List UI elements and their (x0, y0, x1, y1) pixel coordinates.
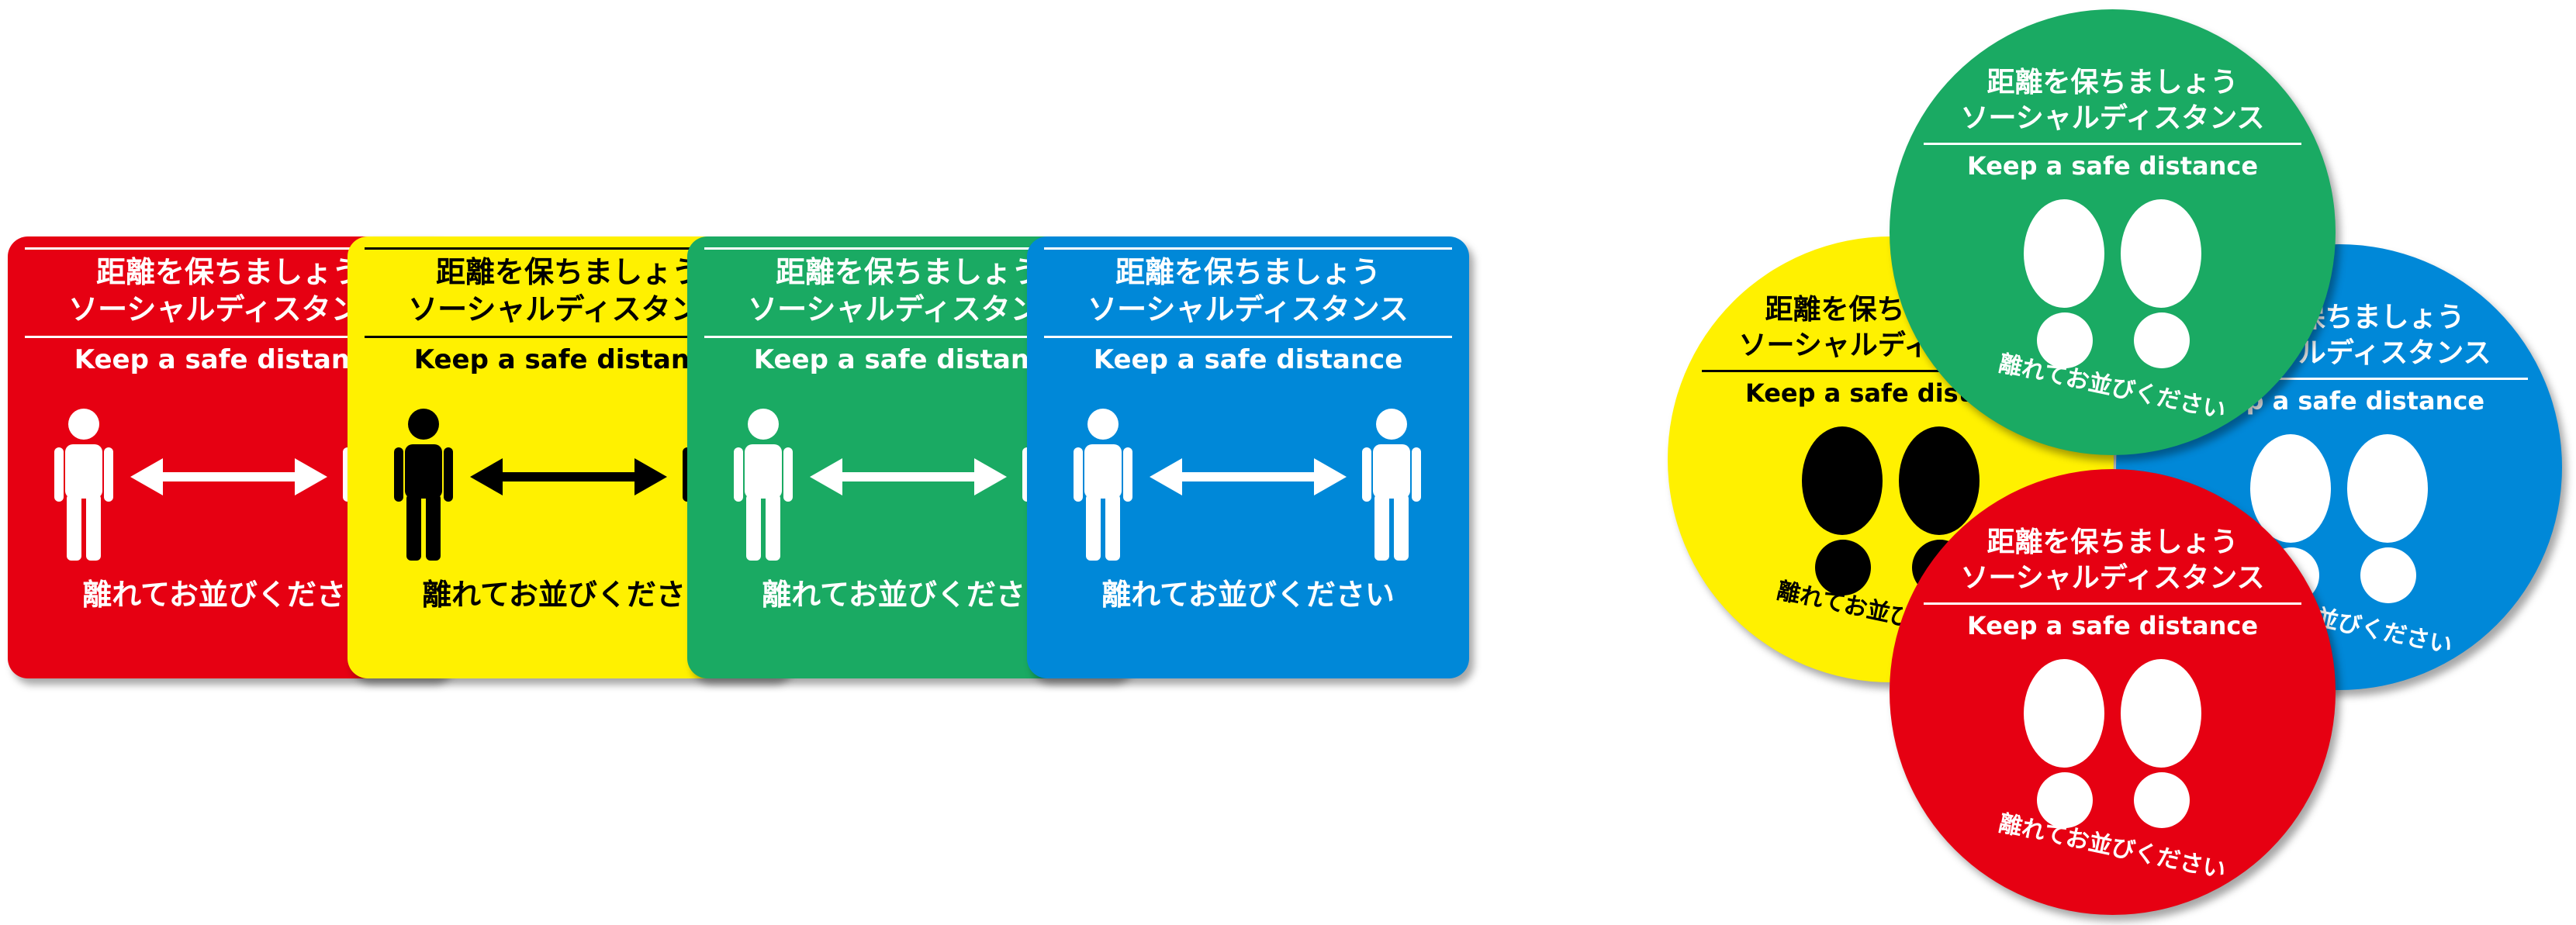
sticker-english: Keep a safe distance (74, 344, 384, 375)
sticker-line1: 距離を保ちましょう (95, 255, 361, 289)
sticker-line2: ソーシャルディスタンス (1087, 292, 1409, 326)
sticker-line1: 距離を保ちましょう (1986, 67, 2239, 98)
top-rule (365, 247, 773, 250)
divider-rule (1924, 602, 2301, 605)
footprint-icon (2347, 434, 2428, 603)
footprint-icon (2121, 199, 2201, 368)
sticker-line2: ソーシャルディスタンス (1960, 102, 2265, 134)
sticker-bottom-text: 離れてお並びください (762, 578, 1055, 612)
person-icon (54, 409, 113, 561)
divider-rule (704, 336, 1112, 338)
divider-rule (1924, 143, 2301, 145)
person-icon (1074, 409, 1132, 561)
double-arrow-icon (470, 458, 667, 495)
sticker-line1: 距離を保ちましょう (1115, 255, 1381, 289)
sticker-bottom-text: 離れてお並びください (1997, 350, 2229, 425)
sticker-line2: ソーシャルディスタンス (748, 292, 1069, 326)
sticker-line1: 距離を保ちましょう (775, 255, 1041, 289)
divider-rule (2150, 378, 2528, 380)
sticker-english: Keep a safe distance (753, 344, 1063, 375)
sticker-line1: 距離を保ちましょう (435, 255, 701, 289)
divider-rule (365, 336, 773, 338)
person-icon (394, 409, 453, 561)
divider-rule (1044, 336, 1452, 338)
sticker-english: Keep a safe distance (413, 344, 724, 375)
person-icon (734, 409, 793, 561)
sticker-english: Keep a safe distance (1966, 611, 2259, 640)
sticker-bottom-text: 離れてお並びください (82, 578, 375, 612)
person-icon (1362, 409, 1421, 561)
footprints-icon (2024, 199, 2201, 368)
sticker-english: Keep a safe distance (1093, 344, 1403, 375)
double-arrow-icon (810, 458, 1007, 495)
footprints-icon (1802, 426, 1980, 595)
top-rule (704, 247, 1112, 250)
sticker-line1: 距離を保ちましょう (1986, 526, 2239, 558)
sticker-bottom-text: 離れてお並びください (1101, 578, 1395, 612)
sticker-bottom-text: 離れてお並びください (422, 578, 715, 612)
footprint-icon (2024, 659, 2104, 828)
divider-rule (1702, 370, 2080, 372)
round-sticker-green: 距離を保ちましょう ソーシャルディスタンス Keep a safe distan… (1890, 9, 2336, 455)
footprint-icon (2024, 199, 2104, 368)
double-arrow-icon (130, 458, 327, 495)
top-rule (1044, 247, 1452, 250)
sticker-bottom-text: 離れてお並びください (1997, 809, 2229, 885)
rect-sticker-blue: 距離を保ちましょう ソーシャルディスタンス Keep a safe distan… (1027, 236, 1469, 678)
top-rule (25, 247, 433, 250)
footprint-icon (2121, 659, 2201, 828)
sticker-line2: ソーシャルディスタンス (68, 292, 389, 326)
divider-rule (25, 336, 433, 338)
double-arrow-icon (1150, 458, 1347, 495)
footprint-icon (1802, 426, 1883, 595)
people-distance-icon (1074, 409, 1421, 561)
sticker-line2: ソーシャルディスタンス (1960, 562, 2265, 594)
round-sticker-red: 距離を保ちましょう ソーシャルディスタンス Keep a safe distan… (1890, 469, 2336, 915)
footprints-icon (2024, 659, 2201, 828)
sticker-english: Keep a safe distance (1966, 151, 2259, 181)
sticker-line2: ソーシャルディスタンス (408, 292, 729, 326)
